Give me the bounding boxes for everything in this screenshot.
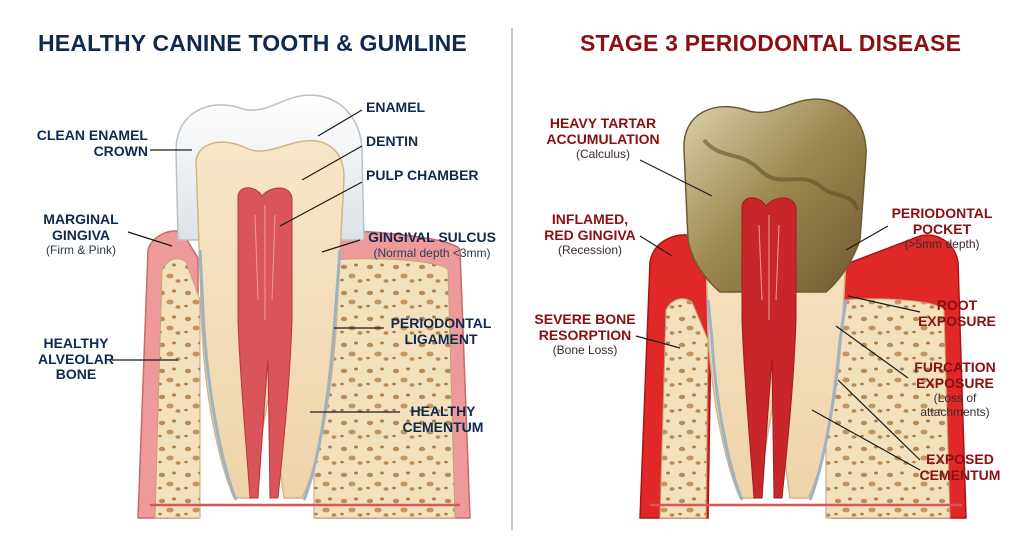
label-furcation-exposure: FURCATION EXPOSURE (Loss of attachments): [900, 359, 1010, 419]
tartar-crown: [683, 98, 867, 293]
label-periodontal-ligament: PERIODONTAL LIGAMENT: [386, 315, 496, 347]
healthy-pulp-nerves: [254, 205, 276, 320]
label-dentin: DENTIN: [366, 133, 419, 150]
label-healthy-cementum: HEALTHY CEMENTUM: [398, 403, 488, 435]
label-root-exposure: ROOT EXPOSURE: [912, 297, 1002, 329]
resorbed-bone-left: [659, 298, 709, 519]
label-enamel: ENAMEL: [366, 99, 426, 116]
diseased-cementum-left: [706, 299, 744, 501]
label-subtitle: (Bone Loss): [552, 343, 618, 358]
healthy-tooth-figure: [137, 94, 471, 519]
label-subtitle: (Firm & Pink): [46, 243, 116, 258]
label-heavy-tartar: HEAVY TARTAR ACCUMULATION (Calculus): [538, 115, 668, 162]
label-pulp-chamber: PULP CHAMBER: [366, 167, 479, 184]
label-clean-enamel-crown: CLEAN ENAMEL CROWN: [18, 127, 148, 159]
healthy-bone-left: [154, 258, 201, 519]
label-title: PULP CHAMBER: [366, 167, 479, 183]
label-title: HEAVY TARTAR ACCUMULATION: [546, 115, 660, 147]
label-title: PERIODONTAL LIGAMENT: [390, 315, 492, 347]
healthy-title: HEALTHY CANINE TOOTH & GUMLINE: [38, 30, 467, 56]
label-inflamed-gingiva: INFLAMED, RED GINGIVA (Recession): [540, 211, 640, 258]
label-healthy-alveolar-bone: HEALTHY ALVEOLAR BONE: [26, 335, 126, 383]
label-title: GINGIVAL SULCUS: [368, 229, 496, 245]
label-title: MARGINAL GINGIVA: [43, 211, 119, 243]
healthy-pulp: [237, 187, 293, 499]
label-bone-resorption: SEVERE BONE RESORPTION (Bone Loss): [530, 311, 640, 358]
label-title: CLEAN ENAMEL CROWN: [36, 127, 148, 159]
label-title: ENAMEL: [366, 99, 426, 115]
label-title: EXPOSED CEMENTUM: [919, 451, 1001, 483]
label-periodontal-pocket: PERIODONTAL POCKET (>5mm depth): [884, 205, 1000, 252]
left-leader-lines: [112, 109, 400, 413]
label-title: PERIODONTAL POCKET: [891, 205, 993, 237]
label-title: INFLAMED, RED GINGIVA: [544, 211, 636, 243]
label-title: DENTIN: [366, 133, 419, 149]
label-subtitle: (Recession): [557, 243, 623, 258]
label-title: FURCATION EXPOSURE: [914, 359, 996, 391]
label-subtitle: (Normal depth <3mm): [373, 245, 491, 260]
healthy-ligament-left: [198, 249, 238, 501]
label-title: HEALTHY ALVEOLAR BONE: [38, 335, 114, 383]
label-subtitle: (Loss of attachments): [920, 391, 990, 419]
tartar-deposit: [702, 138, 860, 211]
label-title: SEVERE BONE RESORPTION: [534, 311, 636, 343]
healthy-ligament-right: [302, 249, 342, 501]
diseased-pulp-nerves: [758, 215, 780, 320]
label-marginal-gingiva: MARGINAL GINGIVA (Firm & Pink): [26, 211, 136, 258]
label-title: HEALTHY CEMENTUM: [402, 403, 484, 435]
label-title: ROOT EXPOSURE: [918, 297, 996, 329]
label-exposed-cementum: EXPOSED CEMENTUM: [912, 451, 1008, 483]
diseased-pulp: [741, 197, 797, 499]
disease-title: STAGE 3 PERIODONTAL DISEASE: [580, 30, 962, 56]
diseased-cementum-right: [808, 299, 848, 501]
label-subtitle: (>5mm depth): [904, 237, 980, 252]
label-gingival-sulcus: GINGIVAL SULCUS (Normal depth <3mm): [362, 229, 502, 260]
right-leader-lines: [635, 159, 921, 471]
label-subtitle: (Calculus): [575, 147, 630, 162]
